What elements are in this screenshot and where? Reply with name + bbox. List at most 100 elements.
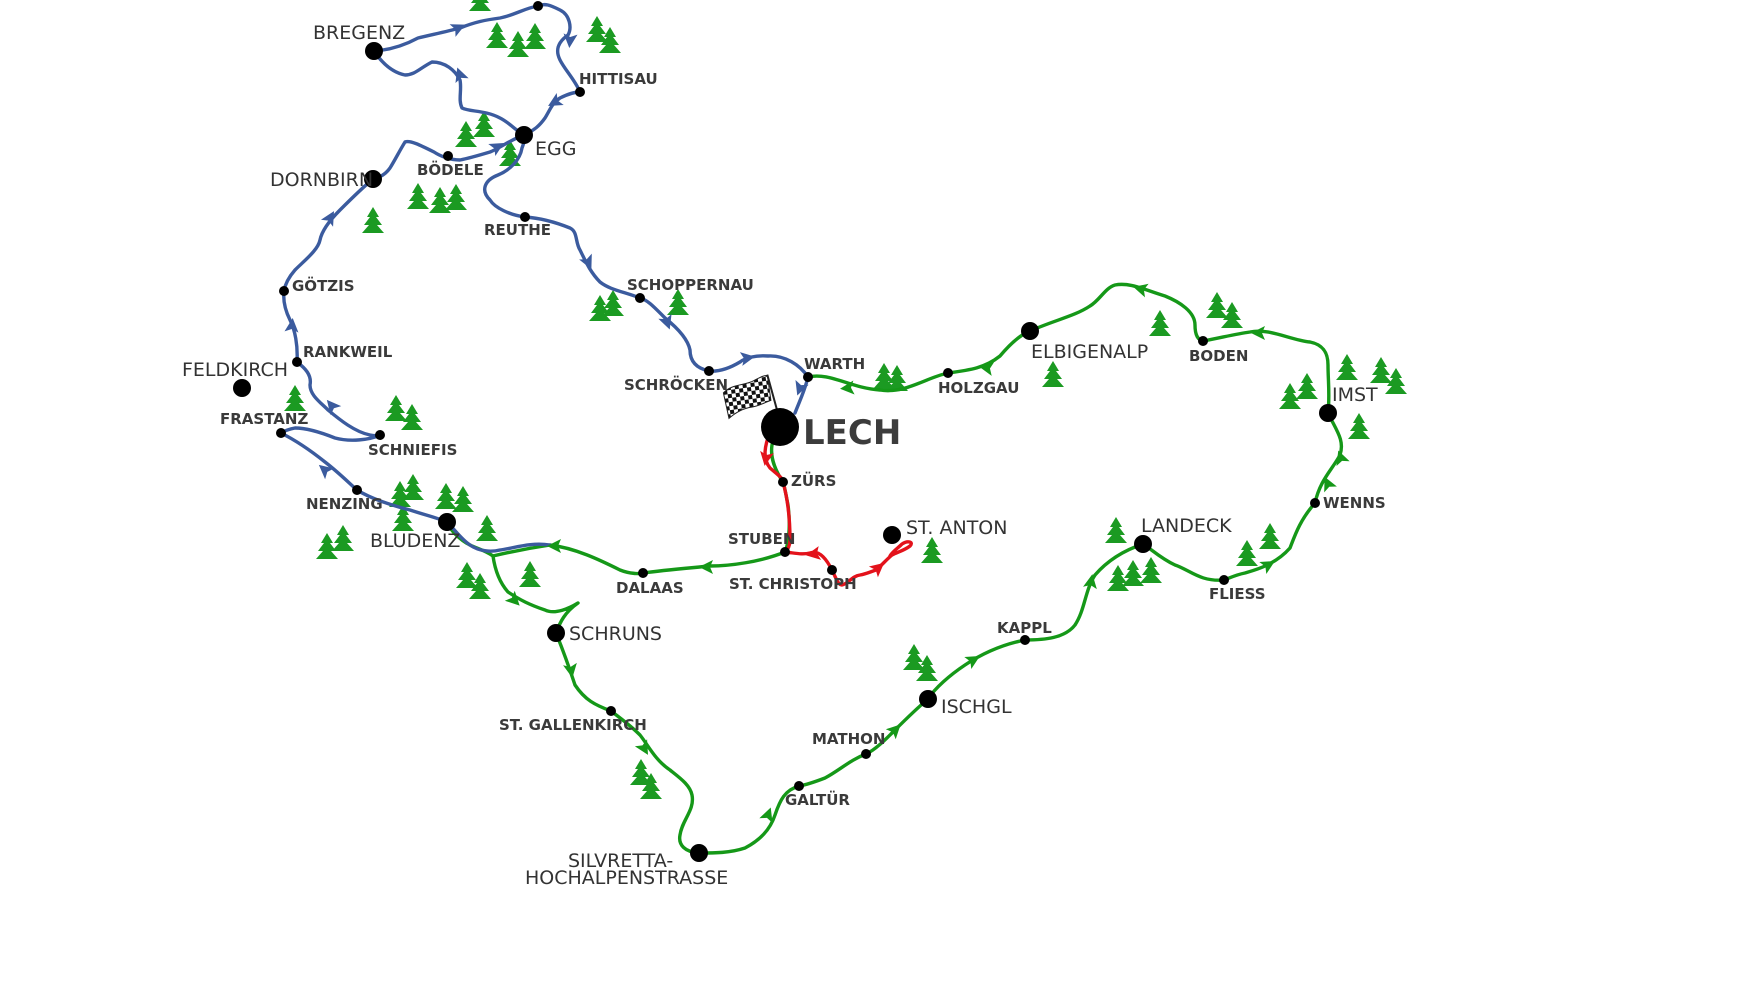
tree-icon xyxy=(486,22,508,48)
tree-icon xyxy=(524,23,546,49)
label-st-gallenkirch: ST. GALLENKIRCH xyxy=(499,716,647,734)
tree-icon xyxy=(284,385,306,411)
town-dot-reuthe[interactable] xyxy=(520,212,530,222)
tree-icon xyxy=(469,0,491,11)
town-dot-egg[interactable] xyxy=(515,126,533,144)
town-dot-dornbirn[interactable] xyxy=(364,170,382,188)
label-bludenz: BLUDENZ xyxy=(370,530,460,552)
town-dot-lech[interactable] xyxy=(761,408,799,446)
label-imst: IMST xyxy=(1332,384,1378,406)
label-bregenz: BREGENZ xyxy=(313,22,405,44)
town-dot-boden[interactable] xyxy=(1198,336,1208,346)
tree-icons xyxy=(284,0,1407,799)
town-dot-schniefis[interactable] xyxy=(375,430,385,440)
tree-icon xyxy=(445,184,467,210)
label-galtuer: GALTÜR xyxy=(785,790,850,809)
label-lech: LECH xyxy=(803,413,901,453)
tree-icon xyxy=(1348,413,1370,439)
town-dot-fliess[interactable] xyxy=(1219,575,1229,585)
town-dot[interactable] xyxy=(533,1,543,11)
tree-icon xyxy=(362,207,384,233)
label-egg: EGG xyxy=(535,138,576,160)
town-dot-bludenz[interactable] xyxy=(438,513,456,531)
town-dot-rankweil[interactable] xyxy=(292,357,302,367)
tree-icon xyxy=(1296,373,1318,399)
town-dot-stuben[interactable] xyxy=(780,547,790,557)
label-st-christoph: ST. CHRISTOPH xyxy=(729,575,857,593)
tree-icon xyxy=(1042,361,1064,387)
tree-icon xyxy=(1236,540,1258,566)
town-dot-mathon[interactable] xyxy=(861,749,871,759)
town-dot-feldkirch[interactable] xyxy=(233,379,251,397)
town-labels: BREGENZ HITTISAU EGG BÖDELE DORNBIRN REU… xyxy=(182,22,1386,889)
town-dot-elbigenalp[interactable] xyxy=(1021,322,1039,340)
direction-arrow-icon xyxy=(284,317,300,333)
town-dot-st-christoph[interactable] xyxy=(827,565,837,575)
town-dot-wenns[interactable] xyxy=(1310,498,1320,508)
town-dot-schroecken[interactable] xyxy=(704,366,714,376)
town-dot-boedele[interactable] xyxy=(443,151,453,161)
direction-arrow-icon xyxy=(658,313,677,332)
town-dot-dalaas[interactable] xyxy=(638,568,648,578)
tree-icon xyxy=(385,395,407,421)
label-zuers: ZÜRS xyxy=(791,471,836,490)
tree-icon xyxy=(1336,354,1358,380)
label-reuthe: REUTHE xyxy=(484,221,551,239)
town-dot-bregenz[interactable] xyxy=(365,42,383,60)
tree-icon xyxy=(921,537,943,563)
tree-icon xyxy=(455,121,477,147)
label-landeck: LANDECK xyxy=(1141,515,1232,537)
tree-icon xyxy=(1206,292,1228,318)
direction-arrow-icon xyxy=(1259,554,1279,575)
label-wenns: WENNS xyxy=(1323,494,1386,512)
label-dornbirn: DORNBIRN xyxy=(270,169,373,191)
label-warth: WARTH xyxy=(804,355,865,373)
label-frastanz: FRASTANZ xyxy=(220,410,308,428)
town-dot-ischgl[interactable] xyxy=(919,690,937,708)
tree-icon xyxy=(476,515,498,541)
label-holzgau: HOLZGAU xyxy=(938,379,1019,397)
label-nenzing: NENZING xyxy=(306,495,383,513)
town-dot-frastanz[interactable] xyxy=(276,428,286,438)
label-ischgl: ISCHGL xyxy=(941,696,1012,718)
label-silvretta-line1: SILVRETTA- xyxy=(568,850,673,872)
town-dot-schoppernau[interactable] xyxy=(635,293,645,303)
label-schoppernau: SCHOPPERNAU xyxy=(627,276,754,294)
town-dot-silvretta[interactable] xyxy=(690,844,708,862)
tree-icon xyxy=(586,16,608,42)
town-dot-holzgau[interactable] xyxy=(943,368,953,378)
town-dot-warth[interactable] xyxy=(803,372,813,382)
town-dot-landeck[interactable] xyxy=(1134,535,1152,553)
label-stuben: STUBEN xyxy=(728,530,795,548)
direction-arrow-icon xyxy=(964,649,984,670)
red-route-line xyxy=(763,430,913,587)
tree-icon xyxy=(401,404,423,430)
label-silvretta-line2: HOCHALPENSTRASSE xyxy=(525,867,728,889)
blue-route-line xyxy=(279,2,810,553)
label-kappl: KAPPL xyxy=(997,619,1052,637)
tree-icon xyxy=(519,561,541,587)
town-dot-zuers[interactable] xyxy=(778,477,788,487)
label-st-anton: ST. ANTON xyxy=(906,517,1007,539)
label-elbigenalp: ELBIGENALP xyxy=(1031,341,1148,363)
town-dot-st-anton[interactable] xyxy=(883,526,901,544)
town-dot-goetzis[interactable] xyxy=(279,286,289,296)
label-feldkirch: FELDKIRCH xyxy=(182,359,288,381)
town-dot-hittisau[interactable] xyxy=(575,87,585,97)
town-dot-galtuer[interactable] xyxy=(794,781,804,791)
label-schroecken: SCHRÖCKEN xyxy=(624,375,728,394)
label-fliess: FLIESS xyxy=(1209,585,1266,603)
tree-icon xyxy=(456,562,478,588)
tree-icon xyxy=(1105,517,1127,543)
town-dot-imst[interactable] xyxy=(1319,404,1337,422)
tree-icon xyxy=(1140,557,1162,583)
tree-icon xyxy=(1149,310,1171,336)
town-dot-kappl[interactable] xyxy=(1020,635,1030,645)
town-dot-schruns[interactable] xyxy=(547,624,565,642)
town-dot-nenzing[interactable] xyxy=(352,485,362,495)
town-dot-st-gallenkirch[interactable] xyxy=(606,706,616,716)
label-boden: BODEN xyxy=(1189,347,1248,365)
direction-arrow-icon xyxy=(562,33,578,49)
green-route-line xyxy=(445,282,1344,855)
tree-icon xyxy=(1370,357,1392,383)
